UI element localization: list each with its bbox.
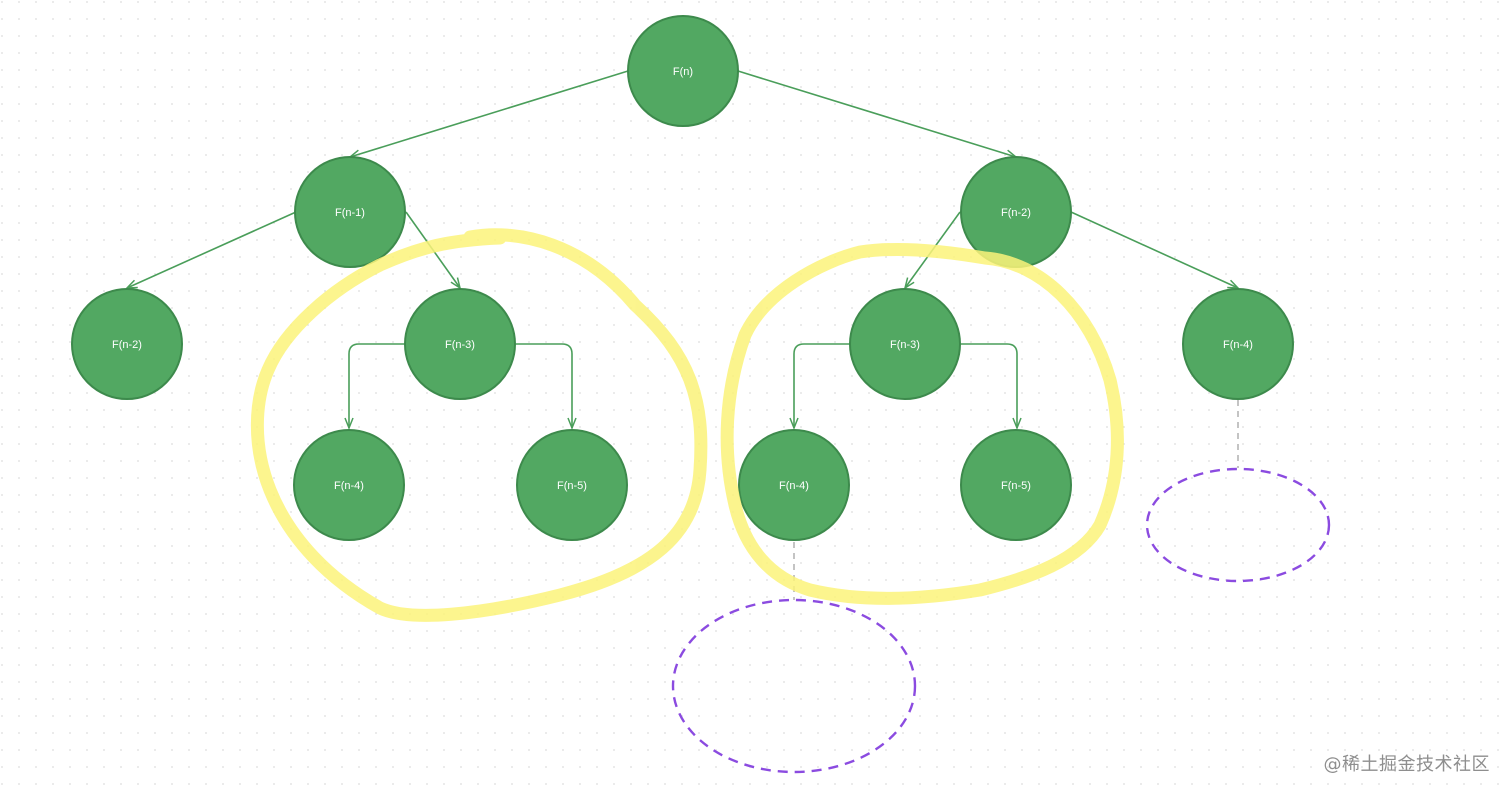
node-label: F(n-4)	[334, 480, 364, 492]
node-label: F(n-5)	[1001, 480, 1031, 492]
node-circle	[404, 288, 516, 400]
node-circle	[1182, 288, 1294, 400]
node-label: F(n-4)	[1223, 339, 1253, 351]
node-label: F(n)	[673, 66, 693, 78]
highlight-loops	[250, 228, 1124, 622]
node-f-n-3-left[interactable]: F(n-3)	[404, 288, 516, 400]
edge-fn-to-fn1	[350, 70, 629, 157]
placeholder-ellipses	[671, 467, 1331, 774]
edge-fn3-to-fn5-right	[961, 343, 1017, 428]
node-label: F(n-3)	[445, 339, 475, 351]
node-f-n-4-left[interactable]: F(n-4)	[293, 429, 405, 541]
node-label: F(n-5)	[557, 480, 587, 492]
node-label: F(n-2)	[1001, 207, 1031, 219]
node-f-n-4-far-right[interactable]: F(n-4)	[1182, 288, 1294, 400]
node-f-n[interactable]: F(n)	[627, 15, 739, 127]
node-f-n-1[interactable]: F(n-1)	[294, 156, 406, 268]
node-f-n-4-middle[interactable]: F(n-4)	[738, 429, 850, 541]
placeholder-ellipse-right	[1145, 467, 1331, 583]
node-label: F(n-1)	[335, 207, 365, 219]
watermark-text: @稀土掘金技术社区	[1323, 754, 1490, 775]
edge-fn3-to-fn5-left	[516, 343, 572, 428]
edge-fn-to-fn2	[737, 70, 1016, 157]
node-circle	[849, 288, 961, 400]
node-label: F(n-2)	[112, 339, 142, 351]
edge-fn1-to-fn2	[127, 211, 297, 288]
node-circle	[738, 429, 850, 541]
node-circle	[71, 288, 183, 400]
edge-fn3-to-fn4-left	[349, 343, 405, 428]
highlight-loop-left	[250, 228, 708, 622]
edge-fn3-to-fn4-right	[794, 343, 850, 428]
placeholder-ellipse-bottom	[671, 598, 917, 774]
node-f-n-2-right[interactable]: F(n-2)	[960, 156, 1072, 268]
node-f-n-5-middle[interactable]: F(n-5)	[960, 429, 1072, 541]
node-circle	[627, 15, 739, 127]
edge-fn2-to-fn4	[1070, 211, 1238, 288]
node-circle	[960, 429, 1072, 541]
node-circle	[293, 429, 405, 541]
node-label: F(n-4)	[779, 480, 809, 492]
node-f-n-3-right[interactable]: F(n-3)	[849, 288, 961, 400]
node-label: F(n-3)	[890, 339, 920, 351]
node-circle	[294, 156, 406, 268]
node-f-n-2-left[interactable]: F(n-2)	[71, 288, 183, 400]
highlight-loop-right	[720, 243, 1124, 605]
tree-nodes: F(n) F(n-1) F(n-2) F(n-2) F(n-3) F(n-3) …	[71, 15, 1294, 541]
node-circle	[516, 429, 628, 541]
node-f-n-5-left[interactable]: F(n-5)	[516, 429, 628, 541]
